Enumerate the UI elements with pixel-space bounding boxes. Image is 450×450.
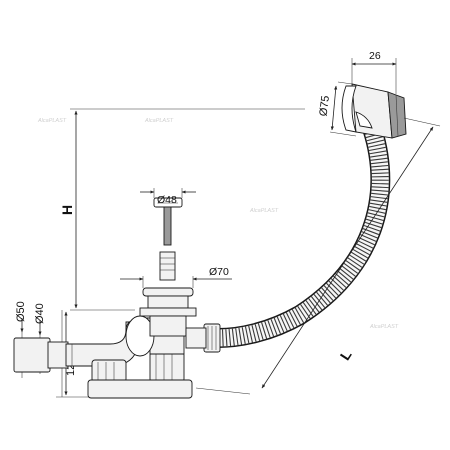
drain-body: [147, 295, 189, 309]
outlet-outer-diameter-label: Ø50: [15, 301, 27, 322]
stopper-dimension: Ø48: [140, 188, 196, 206]
watermark-group: AlcaPLAST AlcaPLAST AlcaPLAST AlcaPLAST: [37, 118, 399, 330]
length-ext-bottom: [195, 387, 251, 395]
overflow-diameter-label: Ø75: [318, 95, 332, 117]
watermark-2: AlcaPLAST: [144, 118, 174, 124]
hose-body: [217, 125, 389, 347]
trap-right-nut: [149, 351, 185, 383]
watermark-3: AlcaPLAST: [249, 208, 279, 214]
overflow-head: [341, 83, 407, 139]
stopper-diameter-label: Ø48: [157, 194, 177, 206]
watermark-4: AlcaPLAST: [369, 324, 399, 330]
flexible-hose: [185, 124, 391, 353]
length-ext-top: [403, 117, 441, 127]
drain-screw: [159, 251, 176, 281]
drain-assembly: [139, 197, 197, 337]
length-dimension: L: [195, 117, 441, 395]
outlet-diameter-dimensions: Ø50 Ø40: [15, 301, 46, 378]
drain-dimension: Ø70: [120, 266, 232, 288]
overflow-dia-ext-top: [337, 81, 353, 85]
watermark-1: AlcaPLAST: [37, 118, 67, 124]
drain-diameter-label: Ø70: [209, 266, 229, 278]
length-label: L: [337, 347, 355, 363]
outlet-inner-diameter-label: Ø40: [34, 303, 46, 324]
overflow-dia-line: [330, 85, 338, 131]
overflow-depth-label: 26: [369, 50, 381, 62]
trap-bowl: [87, 379, 193, 399]
hose-connector: [185, 327, 207, 349]
height-label: H: [59, 205, 75, 215]
overflow-dia-ext-bottom: [329, 131, 357, 137]
length-dimension-line: [261, 126, 434, 389]
stopper-rod: [163, 206, 172, 246]
trap-left-nut: [91, 359, 127, 383]
overflow-housing: [351, 83, 393, 139]
height-dimension: H: [59, 108, 305, 311]
outlet-socket: [13, 337, 51, 373]
drain-flange: [142, 287, 194, 297]
outlet-collar: [47, 341, 69, 369]
overflow-depth-dimension: 26: [351, 50, 397, 94]
drain-neck: [149, 315, 187, 337]
drain-lower-ring: [139, 307, 197, 317]
